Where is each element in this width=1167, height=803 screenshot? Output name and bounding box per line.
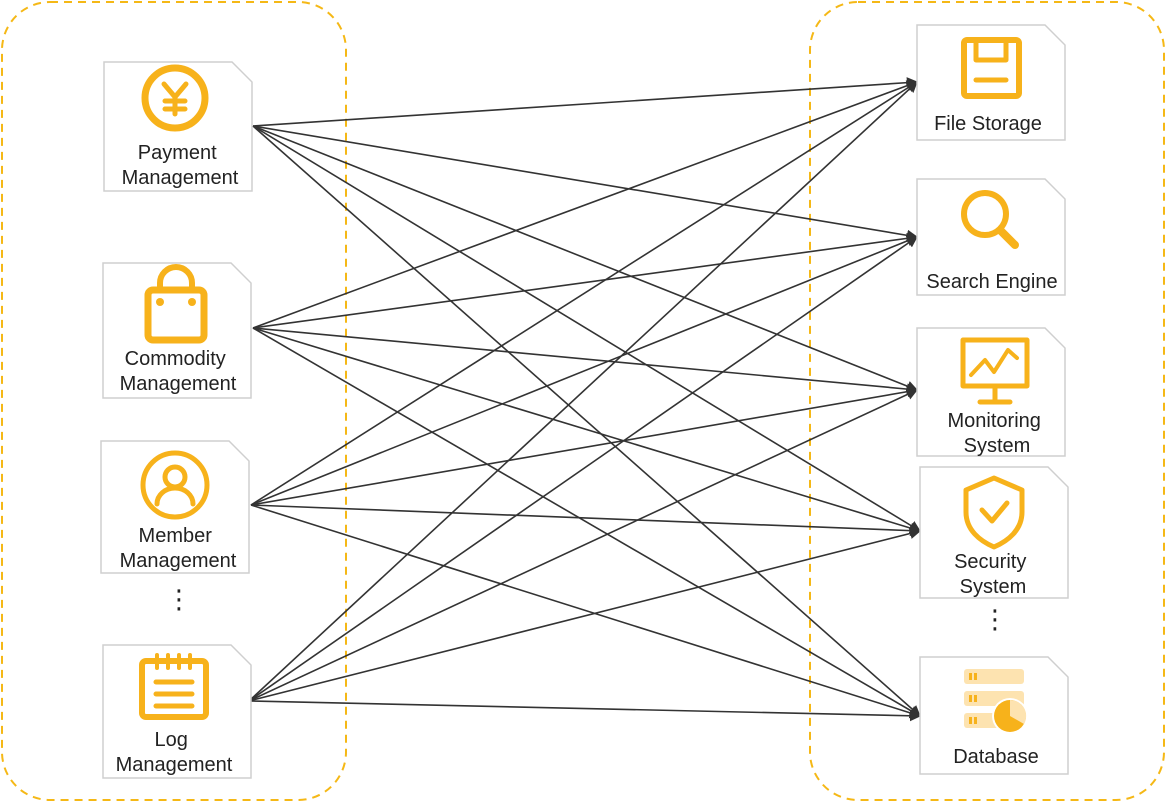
user-circle-icon bbox=[140, 450, 210, 520]
source-card-member[interactable]: Member Management bbox=[100, 440, 250, 574]
svg-text:File Storage: File Storage bbox=[934, 113, 1042, 135]
target-card-database[interactable]: Database bbox=[919, 656, 1069, 775]
svg-text:Search Engine: Search Engine bbox=[926, 271, 1057, 293]
target-card-security[interactable]: Security System bbox=[919, 466, 1069, 599]
edge-payment-to-security bbox=[252, 125, 921, 532]
shield-check-icon bbox=[963, 475, 1025, 550]
target-card-monitoring[interactable]: Monitoring System bbox=[916, 327, 1066, 457]
source-label-line: Management bbox=[120, 550, 237, 572]
svg-text:Security System: Security System bbox=[954, 551, 1032, 598]
svg-text:Database: Database bbox=[953, 746, 1039, 768]
edge-log-to-monitoring bbox=[248, 389, 919, 702]
edge-log-to-file_storage bbox=[248, 81, 918, 702]
source-group-box bbox=[1, 1, 347, 801]
svg-text:Log Management: Log Management bbox=[116, 729, 233, 776]
shopping-bag-icon bbox=[144, 264, 208, 344]
floppy-disk-icon bbox=[961, 37, 1022, 99]
edge-member-to-file_storage bbox=[250, 81, 918, 506]
edge-log-to-search bbox=[248, 236, 918, 702]
magnifier-icon bbox=[961, 190, 1019, 249]
target-label-line: System bbox=[960, 576, 1027, 598]
yen-coin-icon bbox=[141, 64, 209, 132]
edge-commodity-to-file_storage bbox=[252, 80, 919, 329]
edge-commodity-to-database bbox=[252, 327, 921, 717]
edge-log-to-database bbox=[248, 700, 922, 722]
edge-commodity-to-search bbox=[252, 232, 919, 329]
edge-commodity-to-monitoring bbox=[252, 327, 919, 395]
target-label-line: Search Engine bbox=[926, 271, 1057, 293]
target-card-search[interactable]: Search Engine bbox=[916, 178, 1066, 296]
source-ellipsis: ⋮ bbox=[166, 584, 192, 614]
edge-member-to-search bbox=[250, 235, 919, 506]
target-label-line: File Storage bbox=[934, 113, 1042, 135]
notepad-icon bbox=[139, 653, 209, 720]
target-ellipsis: ⋮ bbox=[982, 604, 1008, 634]
svg-text:Monitoring System: Monitoring System bbox=[948, 410, 1047, 457]
target-group-box bbox=[809, 1, 1165, 801]
edge-payment-to-file_storage bbox=[252, 77, 919, 127]
svg-text:Member Management: Member Management bbox=[120, 525, 237, 572]
source-label-line: Payment bbox=[138, 142, 217, 164]
target-card-file-storage[interactable]: File Storage bbox=[916, 24, 1066, 141]
edge-commodity-to-security bbox=[252, 327, 922, 534]
source-card-commodity[interactable]: Commodity Management bbox=[102, 262, 252, 399]
source-label-line: Management bbox=[122, 167, 239, 189]
edge-member-to-database bbox=[250, 504, 922, 719]
source-label-line: Management bbox=[120, 373, 237, 395]
source-label-line: Log bbox=[155, 729, 188, 751]
svg-text:Commodity Management: Commodity Management bbox=[120, 348, 237, 395]
source-label-line: Member bbox=[139, 525, 213, 547]
edge-log-to-security bbox=[248, 528, 922, 702]
edge-payment-to-search bbox=[252, 125, 919, 241]
edge-member-to-security bbox=[250, 504, 922, 537]
edge-payment-to-monitoring bbox=[252, 125, 919, 392]
svg-text:Payment Management: Payment Management bbox=[122, 142, 239, 189]
edge-member-to-monitoring bbox=[250, 386, 919, 506]
source-card-payment[interactable]: Payment Management bbox=[103, 61, 253, 192]
target-label-line: Security bbox=[954, 551, 1026, 573]
connection-edges bbox=[248, 77, 922, 722]
target-label-line: Monitoring bbox=[948, 410, 1041, 432]
source-card-log[interactable]: Log Management bbox=[102, 644, 252, 779]
source-label-line: Commodity bbox=[125, 348, 226, 370]
edge-payment-to-database bbox=[252, 125, 921, 717]
database-server-icon bbox=[964, 669, 1028, 734]
monitor-chart-icon bbox=[960, 337, 1030, 405]
target-label-line: Database bbox=[953, 746, 1039, 768]
source-label-line: Management bbox=[116, 754, 233, 776]
target-label-line: System bbox=[964, 435, 1031, 457]
